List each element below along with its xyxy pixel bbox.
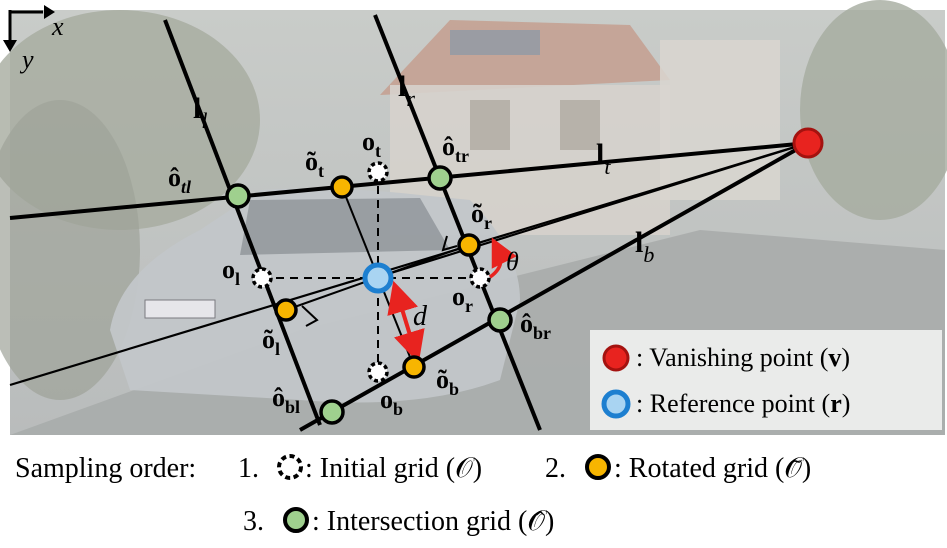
point-hat-bl [319,399,345,425]
label-rot-t: õt [305,147,324,181]
label-rot-l: õl [262,325,280,359]
point-rot-t [330,175,354,199]
label-line-l-right: lr [398,70,415,111]
line-l-bottom [299,141,809,432]
line-l-top [9,141,809,220]
line-l-right [373,14,542,431]
theta-arrow [488,237,517,279]
grid-lines [9,14,809,432]
legend-reference-text: : Reference point (r) [636,389,850,418]
label-o-br: ôbr [520,309,551,343]
right-angle-marks [301,235,458,327]
legend-reference-marker [601,389,631,419]
caption-rotated-marker [585,454,611,480]
label-o-bl: ôbl [272,383,300,417]
caption-item2-text: : Rotated grid (𝒪̃) [614,453,811,484]
caption-initial-marker [277,454,303,480]
point-rot-l [274,298,298,322]
initial-grid-points [251,161,491,383]
line-l-left [163,19,322,426]
legend-box: : Vanishing point (v) : Reference point … [590,330,942,430]
label-init-l: ol [222,255,240,289]
label-init-r: or [452,282,473,316]
point-o-l [251,267,273,289]
point-rot-b [402,355,426,379]
label-o-tl: ôtl [168,163,191,197]
caption: Sampling order: 1. : Initial grid (𝒪) 2.… [15,453,811,537]
label-line-l-top: lt [596,138,611,179]
label-o-tr: ôtr [442,132,469,166]
legend-vanishing-text: : Vanishing point (v) [636,343,850,372]
caption-item2-num: 2. [545,453,566,484]
y-axis-label: y [19,45,34,74]
label-rot-r: õr [471,199,492,233]
point-o-t [367,161,389,183]
caption-intersection-marker [283,507,309,533]
label-rot-b: õb [436,365,459,399]
point-labels: ôtl ôtr ôbr ôbl õt õr õb õl ot or ob ol [168,127,551,419]
theta-label: θ [506,247,519,276]
caption-item3-num: 3. [243,506,264,537]
label-init-t: ot [362,127,381,161]
rotated-grid-points [274,175,481,379]
x-axis-label: x [51,12,64,41]
reference-point [362,262,394,294]
line-labels: ll lr lt lb [193,70,654,267]
caption-item1-text: : Initial grid (𝒪) [305,453,482,484]
point-hat-tr [427,165,453,191]
label-line-l-bottom: lb [635,226,654,267]
background-photo [0,0,947,435]
vanishing-point [792,127,824,159]
caption-item3-text: : Intersection grid (𝒪̂) [312,506,554,537]
point-o-r [469,267,491,289]
label-line-l-left: ll [193,92,207,133]
d-arrow [387,280,425,364]
point-hat-tl [225,183,251,209]
label-init-b: ob [380,385,403,419]
rotation-annotations: θ d [387,237,519,364]
intersection-grid-points [225,165,513,425]
d-label: d [413,301,428,332]
axis-indicator: x y [3,5,64,74]
caption-item1-num: 1. [238,453,259,484]
point-o-b [367,361,389,383]
legend-vanishing-marker [602,344,630,372]
caption-title: Sampling order: [15,453,196,484]
vanishing-rays [9,141,809,387]
point-rot-r [457,233,481,257]
point-hat-br [487,307,513,333]
